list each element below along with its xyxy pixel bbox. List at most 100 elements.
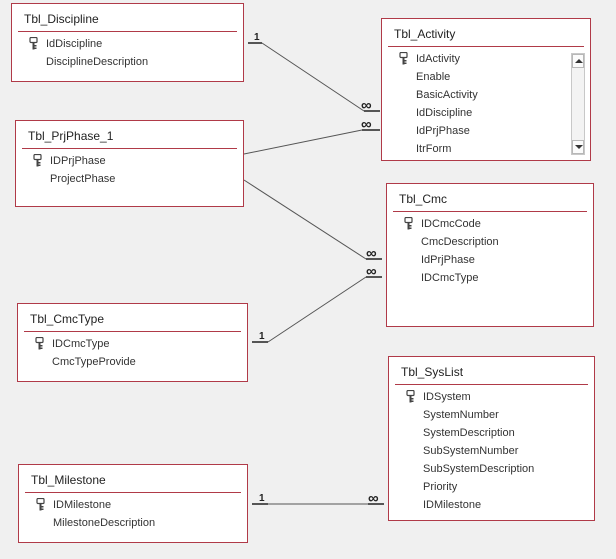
key-icon — [406, 390, 415, 403]
field-row[interactable]: DisciplineDescription — [12, 53, 243, 71]
field-row[interactable]: ItrForm — [382, 140, 568, 158]
relationship-line — [261, 42, 365, 112]
field-row[interactable]: MilestoneDescription — [19, 514, 247, 532]
field-name: MilestoneDescription — [53, 517, 156, 529]
field-name: BasicActivity — [416, 89, 478, 101]
field-name: IdPrjPhase — [421, 254, 475, 266]
field-row[interactable]: IDSystem — [389, 388, 594, 406]
many-label: ∞ — [366, 245, 377, 262]
field-row[interactable]: CmcTypeProvide — [18, 353, 247, 371]
field-row[interactable]: IDCmcType — [387, 269, 593, 287]
field-row[interactable]: CmcDescription — [387, 233, 593, 251]
table-title[interactable]: Tbl_Cmc — [399, 192, 448, 206]
title-divider — [22, 148, 237, 149]
field-name: SystemNumber — [423, 409, 499, 421]
field-name: CmcDescription — [421, 236, 499, 248]
relationship-prjphase-cmc[interactable] — [243, 179, 382, 260]
table-title[interactable]: Tbl_SysList — [401, 365, 464, 379]
relationship-prjphase-activity[interactable] — [243, 129, 380, 155]
field-row[interactable]: IDCmcCode — [387, 215, 593, 233]
field-row[interactable]: IDPrjPhase — [16, 152, 243, 170]
field-row[interactable]: IdActivity — [382, 50, 568, 68]
field-name: SubSystemNumber — [423, 445, 519, 457]
field-row[interactable]: ProjectPhase — [16, 170, 243, 188]
arrow-down-icon — [575, 145, 583, 149]
table-title[interactable]: Tbl_Activity — [394, 27, 456, 41]
field-name: IdDiscipline — [46, 38, 103, 50]
table-title[interactable]: Tbl_Milestone — [31, 473, 106, 487]
field-row[interactable]: IDCmcType — [18, 335, 247, 353]
field-name: Priority — [423, 481, 458, 493]
scroll-down-button[interactable] — [572, 140, 584, 154]
field-row[interactable]: SubSystemNumber — [389, 442, 594, 460]
key-icon — [35, 337, 44, 350]
key-icon — [404, 217, 413, 230]
key-icon — [399, 52, 408, 65]
field-row[interactable]: IdPrjPhase — [382, 122, 568, 140]
title-divider — [393, 211, 587, 212]
field-name: IdPrjPhase — [416, 125, 470, 137]
field-row[interactable]: SubSystemDescription — [389, 460, 594, 478]
field-name: IDMilestone — [53, 499, 112, 511]
one-label: 1 — [259, 331, 265, 342]
relationship-line — [243, 179, 367, 260]
title-divider — [25, 492, 241, 493]
many-label: ∞ — [368, 490, 379, 507]
key-icon — [33, 154, 42, 167]
field-name: IdActivity — [416, 53, 461, 65]
field-row[interactable]: BasicActivity — [382, 86, 568, 104]
field-row[interactable]: IDMilestone — [389, 496, 594, 514]
field-name: Enable — [416, 71, 451, 83]
relationship-line — [243, 129, 363, 155]
table-title[interactable]: Tbl_Discipline — [24, 12, 99, 26]
field-name: ItrForm — [416, 143, 452, 155]
title-divider — [395, 384, 588, 385]
field-row[interactable]: Enable — [382, 68, 568, 86]
relationship-cmctype-cmc[interactable] — [252, 276, 382, 343]
title-divider — [24, 331, 241, 332]
table-title[interactable]: Tbl_PrjPhase_1 — [28, 129, 114, 143]
field-name: IDPrjPhase — [50, 155, 106, 167]
one-label: 1 — [254, 32, 260, 43]
field-name: DisciplineDescription — [46, 56, 149, 68]
table-title[interactable]: Tbl_CmcType — [30, 312, 105, 326]
arrow-up-icon — [575, 59, 583, 63]
title-divider — [388, 46, 584, 47]
many-label: ∞ — [366, 263, 377, 280]
field-row[interactable]: IDMilestone — [19, 496, 247, 514]
field-row[interactable]: Priority — [389, 478, 594, 496]
field-row[interactable]: IdDiscipline — [12, 35, 243, 53]
relationship-discipline-activity[interactable] — [248, 42, 380, 112]
field-name: SystemDescription — [423, 427, 515, 439]
field-row[interactable]: SystemNumber — [389, 406, 594, 424]
field-list-scrollbar[interactable] — [571, 53, 585, 155]
field-name: ProjectPhase — [50, 173, 116, 185]
field-name: CmcTypeProvide — [52, 356, 136, 368]
field-name: SubSystemDescription — [423, 463, 535, 475]
key-icon — [36, 498, 45, 511]
many-label: ∞ — [361, 97, 372, 114]
field-row[interactable]: SystemDescription — [389, 424, 594, 442]
field-row[interactable]: IdPrjPhase — [387, 251, 593, 269]
field-name: IdDiscipline — [416, 107, 473, 119]
field-name: IDSystem — [423, 391, 471, 403]
field-name: IDCmcType — [52, 338, 110, 350]
title-divider — [18, 31, 237, 32]
field-row[interactable]: IdDiscipline — [382, 104, 568, 122]
scroll-up-button[interactable] — [572, 54, 584, 68]
field-name: IDMilestone — [423, 499, 482, 511]
